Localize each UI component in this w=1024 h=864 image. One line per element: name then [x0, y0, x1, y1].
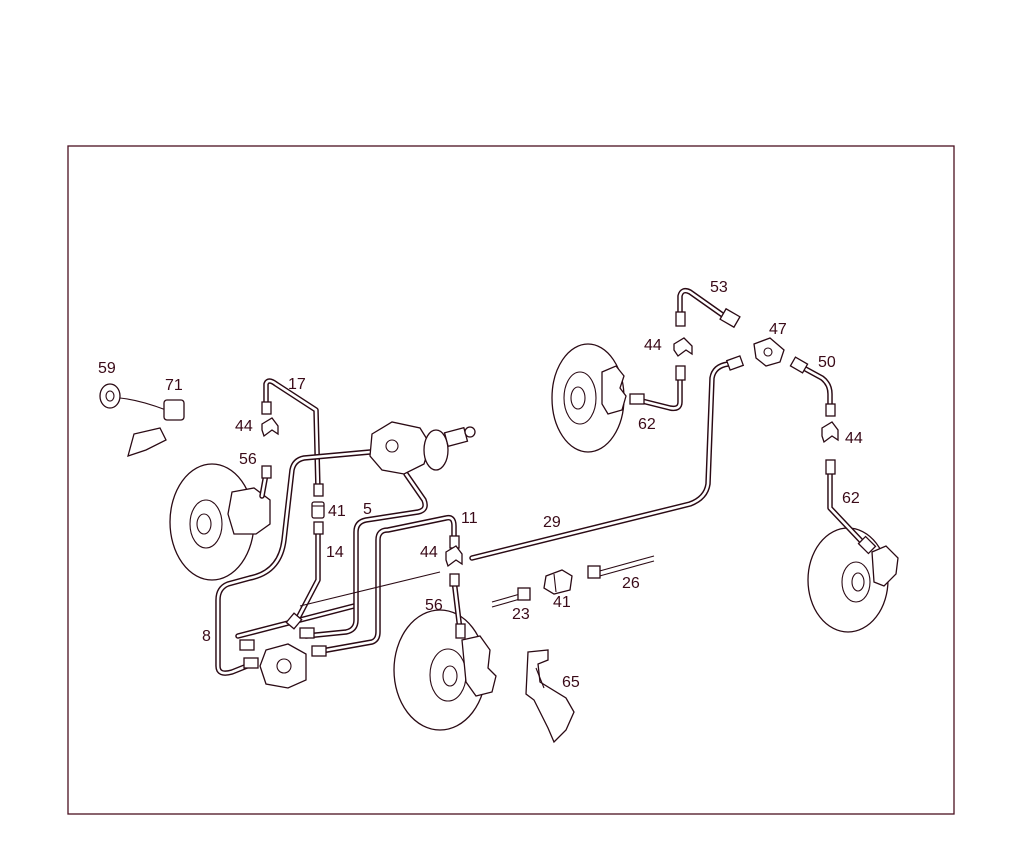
brake-disc-rear-right [807, 527, 899, 633]
callout-11: 11 [461, 510, 478, 527]
callout-56: 56 [425, 597, 443, 614]
callout-14: 14 [326, 544, 344, 561]
callout-labels: 53 47 44 50 59 71 17 62 44 44 56 62 41 5… [98, 279, 863, 691]
connector-upper [311, 501, 325, 519]
brake-line-front-left [263, 378, 321, 493]
brake-lines [215, 287, 867, 676]
fitting [857, 535, 877, 555]
callout-47: 47 [769, 321, 787, 338]
fitting [299, 627, 315, 639]
fitting [313, 521, 324, 535]
callout-41: 41 [328, 503, 346, 520]
connector-lower [543, 569, 573, 595]
fitting [239, 639, 255, 651]
callout-50: 50 [818, 354, 836, 371]
fitting [261, 401, 272, 415]
callout-53: 53 [710, 279, 728, 296]
callout-59: 59 [98, 360, 116, 377]
brake-line-rear-right [797, 363, 833, 411]
master-cylinder-line [303, 471, 428, 639]
brake-line-left-loop [215, 449, 373, 676]
callout-29: 29 [543, 514, 561, 531]
brake-line-rear-top [677, 287, 727, 321]
callout-8: 8 [202, 628, 211, 645]
fitting [311, 645, 327, 657]
t-distributor [753, 337, 785, 367]
callout-23: 23 [512, 606, 530, 623]
axle-guide-lines [299, 571, 441, 607]
fitting [675, 311, 686, 327]
line-clip-rear-right [821, 421, 839, 444]
fitting [285, 612, 303, 630]
fitting [587, 565, 601, 579]
brake-line-stub [491, 593, 521, 608]
brake-line-left-lower [293, 525, 321, 625]
brake-line-front-right [313, 514, 457, 655]
heat-shield [525, 649, 575, 744]
callout-44: 44 [644, 337, 662, 354]
master-cylinder [369, 421, 476, 475]
grommet [99, 383, 121, 409]
callout-26: 26 [622, 575, 640, 592]
callout-56: 56 [239, 451, 257, 468]
sensor-bracket [119, 397, 185, 458]
brake-disc-front-left [169, 463, 271, 581]
fitting [449, 573, 460, 587]
brake-hose-front-right [451, 577, 463, 633]
brake-line-short [595, 555, 655, 578]
caliper-left [259, 643, 307, 689]
callout-17: 17 [288, 376, 306, 393]
callout-71: 71 [165, 377, 183, 394]
fitting [719, 307, 741, 329]
fitting [789, 356, 809, 374]
fitting [725, 355, 745, 371]
callout-62: 62 [842, 490, 860, 507]
line-clip-front-right [445, 545, 463, 568]
callout-5: 5 [363, 501, 372, 518]
fitting [629, 393, 645, 405]
fittings [239, 307, 877, 669]
callout-44: 44 [845, 430, 863, 447]
fitting [261, 465, 272, 479]
callout-41: 41 [553, 594, 571, 611]
brake-disc-rear-left [551, 343, 627, 453]
callout-62: 62 [638, 416, 656, 433]
fitting [517, 587, 531, 601]
line-clip-rear-left [673, 337, 693, 357]
brake-hose-rear-right [827, 469, 867, 547]
brake-disc-front-right [393, 609, 497, 731]
callout-44: 44 [420, 544, 438, 561]
line-clip-front-left [261, 417, 279, 438]
main-brake-line-rear [469, 359, 737, 561]
callout-65: 65 [562, 674, 580, 691]
fitting [825, 459, 836, 475]
callout-44: 44 [235, 418, 253, 435]
diagram-frame [67, 145, 955, 815]
fitting [825, 403, 836, 417]
fitting [243, 657, 259, 669]
fitting [313, 483, 324, 497]
fitting [675, 365, 686, 381]
fitting [455, 623, 466, 639]
brake-hose-rear-left [635, 371, 683, 412]
